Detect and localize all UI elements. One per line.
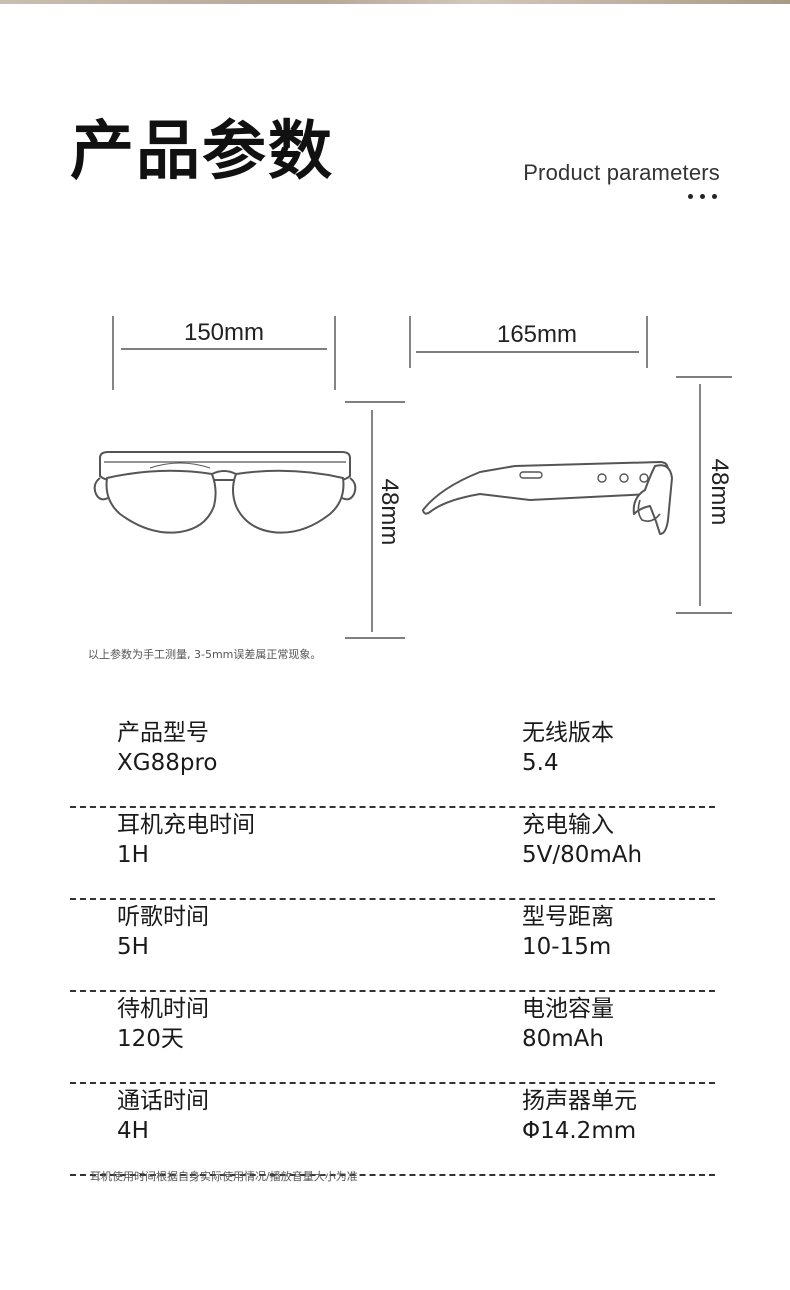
spec-label: 扬声器单元 — [522, 1088, 637, 1114]
spec-value: 120天 — [117, 1026, 184, 1052]
spec-row: 耳机充电时间 1H 充电输入 5V/80mAh — [70, 810, 715, 900]
side-height-dimension — [676, 376, 732, 614]
spec-label: 产品型号 — [117, 720, 209, 746]
usage-footnote: 耳机使用时间根据自身实际使用情况/播放音量大小为准 — [90, 1170, 358, 1183]
glasses-dimension-diagram: 150mm 165mm 48mm 48mm — [93, 316, 733, 639]
side-height-label: 48mm — [706, 459, 733, 526]
front-width-dimension — [112, 316, 336, 390]
top-decorative-strip — [0, 0, 790, 4]
spec-label: 型号距离 — [522, 904, 614, 930]
measurement-note: 以上参数为手工测量, 3-5mm误差属正常现象。 — [88, 648, 322, 661]
spec-value: 5.4 — [522, 750, 559, 776]
side-length-dimension — [409, 316, 648, 368]
spec-label: 听歌时间 — [117, 904, 209, 930]
spec-row: 通话时间 4H 扬声器单元 Φ14.2mm — [70, 1086, 715, 1176]
ellipsis-dots-icon — [688, 194, 718, 200]
spec-label: 待机时间 — [117, 996, 209, 1022]
spec-label: 充电输入 — [522, 812, 614, 838]
spec-value: 1H — [117, 842, 149, 868]
spec-table: 产品型号 XG88pro 无线版本 5.4 耳机充电时间 1H 充电输入 5V/… — [70, 718, 715, 1178]
spec-value: 5H — [117, 934, 149, 960]
spec-value: 80mAh — [522, 1026, 604, 1052]
front-height-dimension — [345, 401, 405, 639]
spec-value: 5V/80mAh — [522, 842, 643, 868]
spec-row: 产品型号 XG88pro 无线版本 5.4 — [70, 718, 715, 808]
side-length-label: 165mm — [497, 321, 577, 348]
spec-label: 无线版本 — [522, 720, 614, 746]
front-height-label: 48mm — [376, 479, 403, 546]
spec-value: 4H — [117, 1118, 149, 1144]
spec-label: 电池容量 — [522, 996, 614, 1022]
front-width-label: 150mm — [184, 319, 264, 346]
spec-row: 听歌时间 5H 型号距离 10-15m — [70, 902, 715, 992]
spec-label: 耳机充电时间 — [117, 812, 255, 838]
page-subtitle: Product parameters — [523, 160, 720, 185]
glasses-front-view — [93, 451, 357, 534]
spec-value: Φ14.2mm — [522, 1118, 637, 1144]
spec-label: 通话时间 — [117, 1088, 209, 1114]
spec-row: 待机时间 120天 电池容量 80mAh — [70, 994, 715, 1084]
spec-value: 10-15m — [522, 934, 612, 960]
page-title: 产品参数 — [70, 115, 334, 189]
spec-value: XG88pro — [117, 750, 218, 776]
glasses-side-view — [422, 461, 673, 535]
